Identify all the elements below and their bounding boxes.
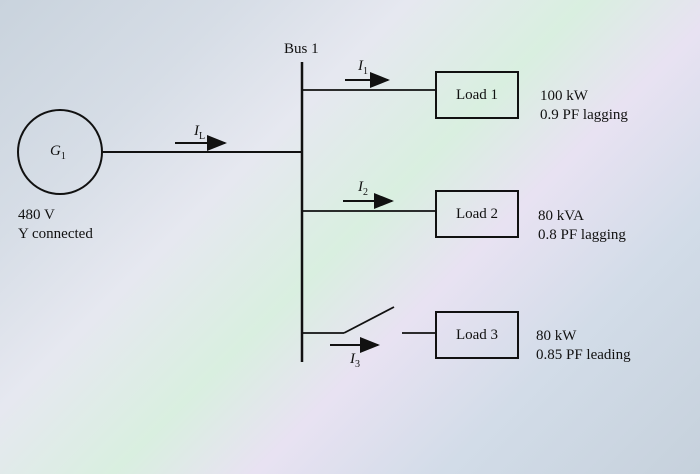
load3-box: Load 3 — [435, 311, 519, 359]
line-current-label: IL — [194, 122, 205, 146]
load3-pf: 0.85 PF leading — [536, 347, 631, 363]
load1-rating: 100 kW — [540, 88, 588, 104]
load2-box: Load 2 — [435, 190, 519, 238]
i1-label: I1 — [358, 57, 368, 81]
i3-symbol: I — [350, 351, 355, 367]
load1-box: Load 1 — [435, 71, 519, 119]
i1-symbol: I — [358, 58, 363, 74]
i2-symbol: I — [358, 179, 363, 195]
i3-label: I3 — [350, 350, 360, 374]
generator-symbol: G1 — [50, 142, 66, 166]
generator-symbol-subscript: 1 — [60, 151, 66, 162]
generator-voltage: 480 V — [18, 207, 55, 223]
bus-label: Bus 1 — [284, 41, 319, 57]
generator-connection: Y connected — [18, 226, 93, 242]
line-current-subscript: L — [199, 131, 206, 142]
i1-subscript: 1 — [363, 66, 368, 77]
line-current-symbol: I — [194, 123, 199, 139]
load1-pf: 0.9 PF lagging — [540, 107, 628, 123]
i3-subscript: 3 — [355, 359, 360, 370]
i2-subscript: 2 — [363, 187, 368, 198]
load2-pf: 0.8 PF lagging — [538, 227, 626, 243]
i2-label: I2 — [358, 178, 368, 202]
load2-rating: 80 kVA — [538, 208, 584, 224]
open-switch — [343, 306, 395, 334]
generator-symbol-letter: G — [50, 143, 61, 159]
load3-rating: 80 kW — [536, 328, 577, 344]
